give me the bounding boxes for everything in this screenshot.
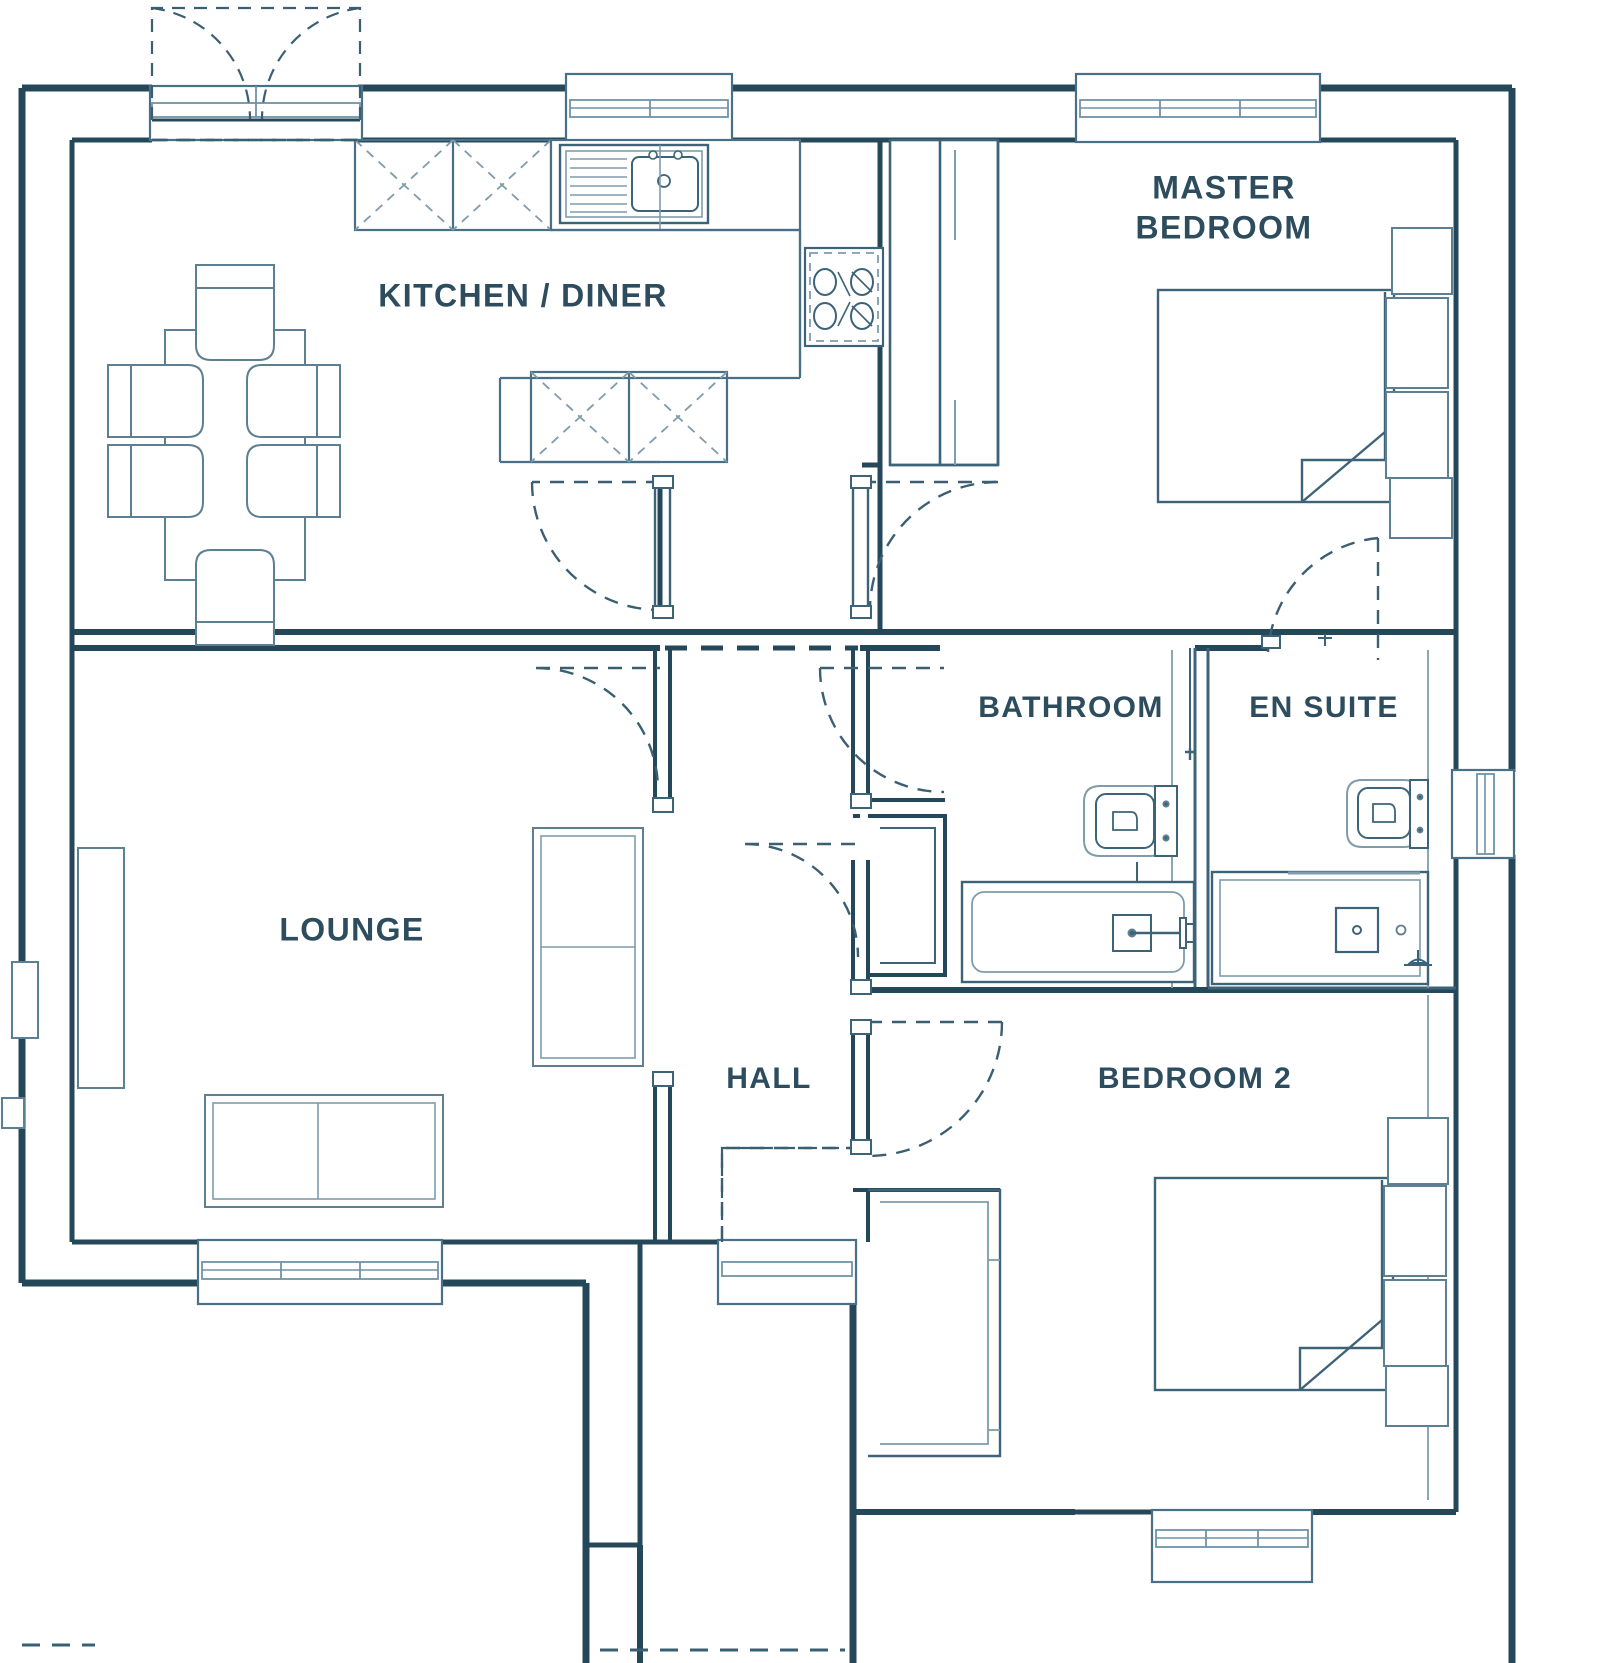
window-ensuite-east[interactable]: [1450, 768, 1516, 860]
lounge-hall-wall: [653, 648, 672, 1242]
door-kitchen-to-hall: [530, 480, 660, 612]
double-bed-master: [1156, 288, 1396, 504]
door-bathroom: [818, 666, 945, 794]
wash-basin-ensuite: [1404, 950, 1432, 966]
front-door-hall[interactable]: [716, 1146, 858, 1306]
wardrobe-master: [1389, 227, 1453, 539]
bedside-table-master-lower: [1385, 391, 1449, 479]
kitchen-sink-with-drainer: [558, 143, 710, 230]
sofa-two-seat: [532, 827, 644, 1067]
dining-table-6-seat: [107, 264, 341, 646]
door-cupboard-hall: [744, 842, 860, 958]
hall-storage-cupboard: [868, 814, 947, 977]
room-label-bedroom-2: BEDROOM 2: [1098, 1062, 1292, 1095]
window-lounge-south[interactable]: [196, 1238, 444, 1306]
wc-toilet-bathroom: [1083, 785, 1178, 857]
door-ensuite: [1266, 536, 1380, 660]
bedroom2-cupboard: [868, 1188, 1002, 1458]
radiator-exterior-left: [1, 961, 39, 1129]
room-label-bathroom: BATHROOM: [978, 691, 1164, 724]
room-label-en-suite: EN SUITE: [1249, 691, 1399, 724]
shower-enclosure: [1210, 870, 1430, 986]
radiator-lounge-left: [77, 847, 125, 1089]
room-labels: KITCHEN / DINER MASTER BEDROOM LOUNGE HA…: [279, 169, 1399, 1095]
ensuite-door-head: [1318, 634, 1332, 646]
room-label-master-bedroom-line2: BEDROOM: [1136, 209, 1313, 245]
kitchen-base-units-lower: [529, 370, 729, 464]
bath-tub: [960, 880, 1196, 984]
bedside-table-bedroom2-upper: [1383, 1185, 1447, 1277]
four-ring-hob: [803, 246, 885, 348]
room-label-lounge: LOUNGE: [279, 911, 424, 947]
front-door-swing: [720, 1146, 855, 1240]
door-lounge: [535, 666, 660, 791]
french-doors-kitchen[interactable]: [148, 6, 364, 142]
sofa-three-seat: [204, 1094, 444, 1208]
door-swing-arcs[interactable]: [530, 480, 1380, 1240]
room-label-kitchen-diner: KITCHEN / DINER: [378, 277, 667, 313]
bedside-table-bedroom2-lower: [1383, 1279, 1447, 1367]
porch-threshold-dashed: [22, 1643, 845, 1652]
door-leaves: [652, 475, 1281, 1155]
window-master-north[interactable]: [1074, 72, 1322, 144]
window-bedroom2-south[interactable]: [1150, 1508, 1314, 1584]
room-label-master-bedroom-line1: MASTER: [1152, 169, 1296, 205]
bedroom2-south-wall: [853, 1509, 1456, 1515]
door-master-bedroom: [862, 480, 999, 611]
wardrobe-bedroom2: [1385, 1117, 1449, 1427]
master-bedroom-partition: [888, 138, 1000, 467]
bedside-table-master-upper: [1385, 297, 1449, 389]
bedroom2-cupboard-inner: [880, 1201, 1000, 1445]
spine-wall-dashed: [665, 629, 858, 651]
double-bed-bedroom2: [1153, 1176, 1395, 1392]
room-label-hall: HALL: [726, 1062, 812, 1095]
porch-outline: [583, 1283, 856, 1663]
window-kitchen-north[interactable]: [564, 72, 734, 144]
porch-inner-lines: [586, 1242, 643, 1548]
hall-cupboard-inner: [880, 827, 936, 964]
door-bedroom-2: [867, 1020, 1004, 1158]
wc-toilet-ensuite: [1346, 779, 1429, 849]
